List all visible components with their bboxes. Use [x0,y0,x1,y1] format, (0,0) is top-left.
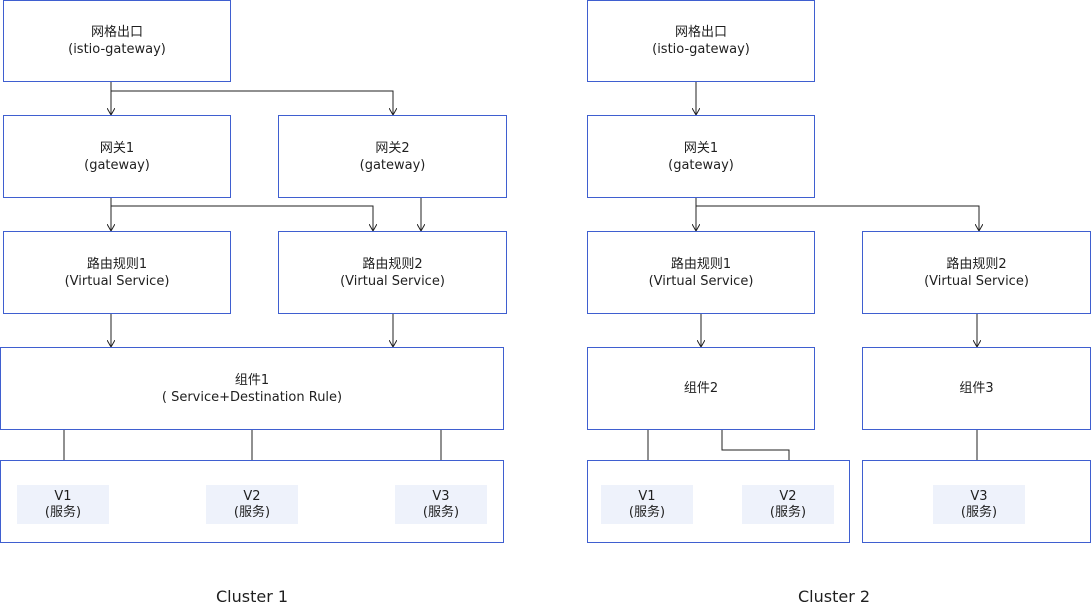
c2-egress-node: 网格出口 (istio-gateway) [587,0,815,82]
c2-service-v1: V1 (服务) [601,485,693,524]
c2-service-v3-type: (服务) [960,504,998,520]
c1-service-v1-type: (服务) [44,504,82,520]
c2-service-v1-name: V1 [638,488,656,504]
c2-component3-title: 组件3 [959,381,994,396]
c1-service-v2-type: (服务) [233,504,271,520]
c2-component2-node: 组件2 [587,347,815,430]
c1-caption: Cluster 1 [216,587,289,606]
c1-gateway2-subtitle: (gateway) [359,157,426,173]
c2-service-v2-name: V2 [779,488,797,504]
c2-service-v2: V2 (服务) [742,485,834,524]
c2-gateway1-node: 网关1 (gateway) [587,115,815,198]
c1-service-v1-name: V1 [54,488,72,504]
c2-component2-title: 组件2 [683,381,719,396]
c1-gateway2-node: 网关2 (gateway) [278,115,507,198]
c2-caption: Cluster 2 [798,587,871,606]
c2-service-v2-type: (服务) [769,504,807,520]
c1-egress-node: 网格出口 (istio-gateway) [3,0,231,82]
edge-gateway1-route2 [111,205,373,231]
c1-route2-subtitle: (Virtual Service) [340,273,445,289]
c1-egress-title: 网格出口 [90,25,143,40]
c2-route1-subtitle: (Virtual Service) [648,273,754,289]
c1-gateway2-title: 网关2 [375,140,410,156]
c1-gateway1-subtitle: (gateway) [84,157,150,173]
c1-route1-subtitle: (Virtual Service) [64,273,170,289]
c2-component3-node: 组件3 [862,347,1091,430]
c1-route2-title: 路由规则2 [362,256,423,272]
c2-gateway1-subtitle: (gateway) [668,157,734,173]
c2-service-v3-name: V3 [970,488,988,504]
c1-service-v1: V1 (服务) [17,485,109,524]
c1-route2-node: 路由规则2 (Virtual Service) [278,231,507,314]
c1-component1-node: 组件1 ( Service+Destination Rule) [0,347,504,430]
c2-route2-subtitle: (Virtual Service) [924,273,1029,289]
c2-service-v1-type: (服务) [628,504,666,520]
c1-gateway1-node: 网关1 (gateway) [3,115,231,198]
c1-component1-title: 组件1 [234,372,270,388]
c2-route2-title: 路由规则2 [946,256,1007,272]
c1-egress-subtitle: (istio-gateway) [68,42,166,57]
c2-gateway1-title: 网关1 [683,140,719,156]
edge-egress-gateway2 [111,90,393,115]
c2-egress-title: 网格出口 [674,25,727,40]
c1-service-v2: V2 (服务) [206,485,298,524]
c1-component1-subtitle: ( Service+Destination Rule) [161,389,343,405]
c1-route1-title: 路由规则1 [86,256,148,272]
c2-route1-title: 路由规则1 [670,256,732,272]
c2-service-v3: V3 (服务) [933,485,1025,524]
c1-gateway1-title: 网关1 [99,140,135,156]
c1-route1-node: 路由规则1 (Virtual Service) [3,231,231,314]
c2-egress-subtitle: (istio-gateway) [652,42,750,57]
c1-service-v2-name: V2 [243,488,261,504]
c1-service-v3: V3 (服务) [395,485,487,524]
c1-service-v3-name: V3 [432,488,450,504]
edge-c2-gateway1-route2 [696,205,979,231]
c2-route2-node: 路由规则2 (Virtual Service) [862,231,1091,314]
c2-route1-node: 路由规则1 (Virtual Service) [587,231,815,314]
c1-service-v3-type: (服务) [422,504,460,520]
